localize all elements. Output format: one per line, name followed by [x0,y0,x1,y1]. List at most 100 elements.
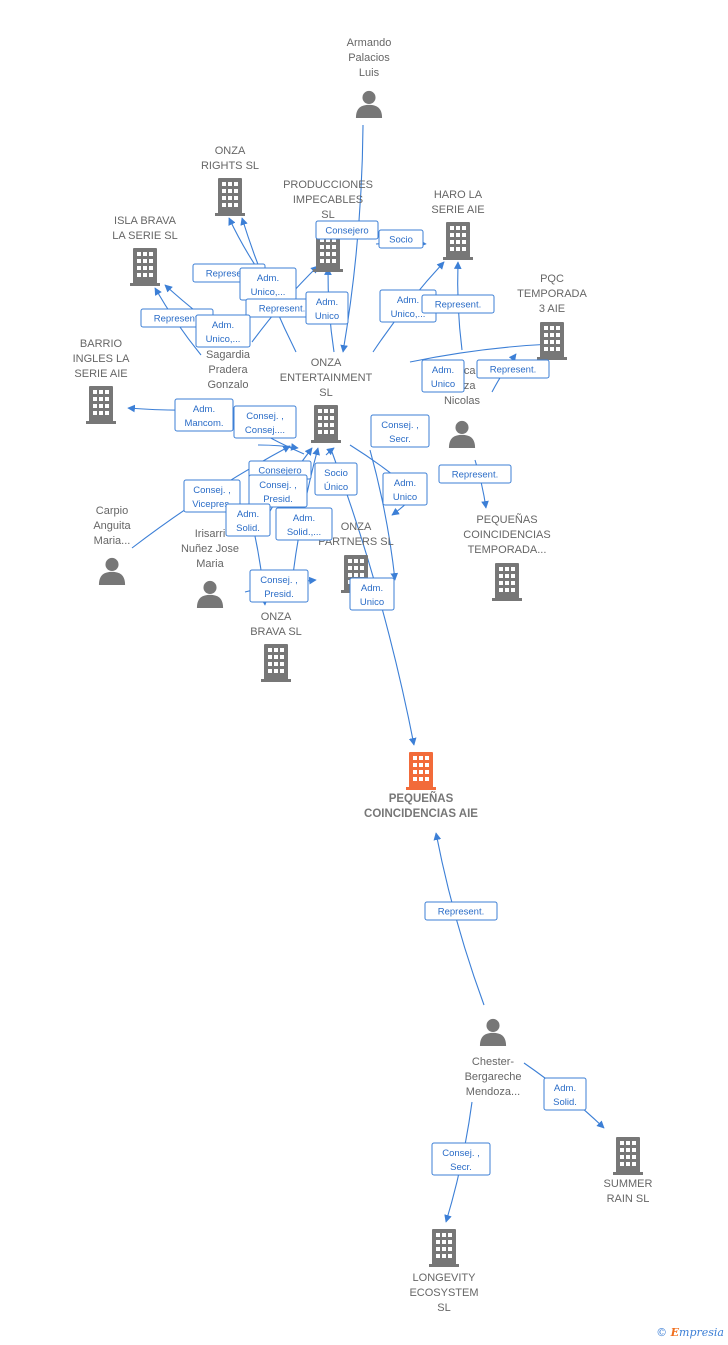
relation-text: Adm. [212,320,234,331]
relation-badge[interactable]: Consejero [315,220,379,240]
node-label-line: ISLA BRAVA [114,215,177,227]
relation-badge[interactable]: Adm.Solid.,... [275,507,333,541]
relation-text: Consej. , [442,1148,480,1159]
relation-box [431,1142,491,1176]
node-label-line: IMPECABLES [293,194,363,206]
relation-badge[interactable]: Adm.Unico,... [195,314,251,348]
node-label-line: COINCIDENCIAS [463,529,550,541]
node-pequenas_temp[interactable]: PEQUEÑASCOINCIDENCIASTEMPORADA... [463,513,551,601]
relation-text: Represent. [490,365,536,376]
node-chester[interactable]: Chester-BergarecheMendoza... [465,1018,522,1098]
copyright-symbol: © [656,1326,668,1339]
relation-box [195,314,251,348]
relation-text: Adm. [361,583,383,594]
relation-box [424,901,498,921]
building-icon [311,405,341,443]
relation-text: Único [324,482,348,493]
node-label-line: RIGHTS SL [201,160,259,172]
relation-text: Adm. [257,273,279,284]
node-label-line: LONGEVITY [413,1272,477,1284]
node-carpio[interactable]: CarpioAnguitaMaria... [93,505,132,585]
node-label-line: Chester- [472,1056,515,1068]
edge-28 [369,449,399,581]
relation-badge[interactable]: Represent. [438,464,512,484]
relation-badge[interactable]: Adm. Unico [349,577,395,611]
relation-box [438,464,512,484]
node-label-line: INGLES LA [73,353,131,365]
node-label-line: BARRIO [80,338,123,350]
relation-box [305,291,349,325]
relation-badge[interactable]: Adm.Solid. [543,1077,587,1111]
relation-text: Consejero [325,226,368,237]
relation-text: Unico,... [251,287,286,298]
relation-badge[interactable]: Adm. Unico,... [239,267,297,301]
node-label-line: Maria [196,558,224,570]
relation-text: Unico [393,492,417,503]
relation-badge[interactable]: Consej. , Presid. [249,569,309,603]
relation-badge[interactable]: Consej. ,Vicepres. [183,479,241,513]
relation-text: Secr. [389,434,411,445]
edge-16 [257,443,299,451]
building-icon [215,178,245,216]
relation-text: Consej.... [245,425,285,436]
relation-text: Unico [431,379,455,390]
relation-badge[interactable]: Consej. , Presid. [248,474,308,508]
relation-text: Socio [324,468,348,479]
relation-text: Adm. [394,478,416,489]
relation-text: Unico,... [391,309,426,320]
relation-badge[interactable]: Represent. [421,294,495,314]
relation-text: Presid. [264,589,294,600]
relation-badge[interactable]: Adm.Unico [305,291,349,325]
relation-box [382,472,428,506]
relation-text: Consejero [258,466,301,477]
relation-text: Consej. , [381,420,419,431]
relation-badge[interactable]: Adm.Mancom. [174,398,234,432]
relation-box [315,220,379,240]
relation-badge[interactable]: Consej. , Secr. [370,414,430,448]
building-icon [313,234,343,272]
node-label-line: Gonzalo [208,379,249,391]
building-icon [429,1229,459,1267]
relation-box [378,229,424,249]
relation-badge[interactable]: Adm.Unico [421,359,465,393]
relation-text: Solid. [553,1097,577,1108]
node-label-line: ENTERTAINMENT [280,372,373,384]
relation-text: Unico [360,597,384,608]
relation-badge[interactable]: Represent. [476,359,550,379]
relation-badge[interactable]: Adm.Solid. [225,503,271,537]
relation-badge[interactable]: Represent. [424,901,498,921]
building-icon [492,563,522,601]
relation-box [225,503,271,537]
relation-text: Consej. , [260,575,298,586]
relation-badge[interactable]: Consej. ,Consej.... [233,405,297,439]
relation-text: Adm. [293,513,315,524]
relation-text: Represent. [435,300,481,311]
focus-building-icon [406,752,436,790]
node-label-line: Nuñez Jose [181,543,239,555]
relation-badge[interactable]: Adm. Unico [382,472,428,506]
relation-badge[interactable]: Socio [378,229,424,249]
node-label-line: TEMPORADA [517,288,587,300]
relation-text: Consej. , [259,480,297,491]
relation-text: Adm. [397,295,419,306]
node-label-line: Bergareche [465,1071,522,1083]
relation-text: Presid. [263,494,293,505]
relation-box [370,414,430,448]
relation-badge[interactable]: Consej. ,Secr. [431,1142,491,1176]
